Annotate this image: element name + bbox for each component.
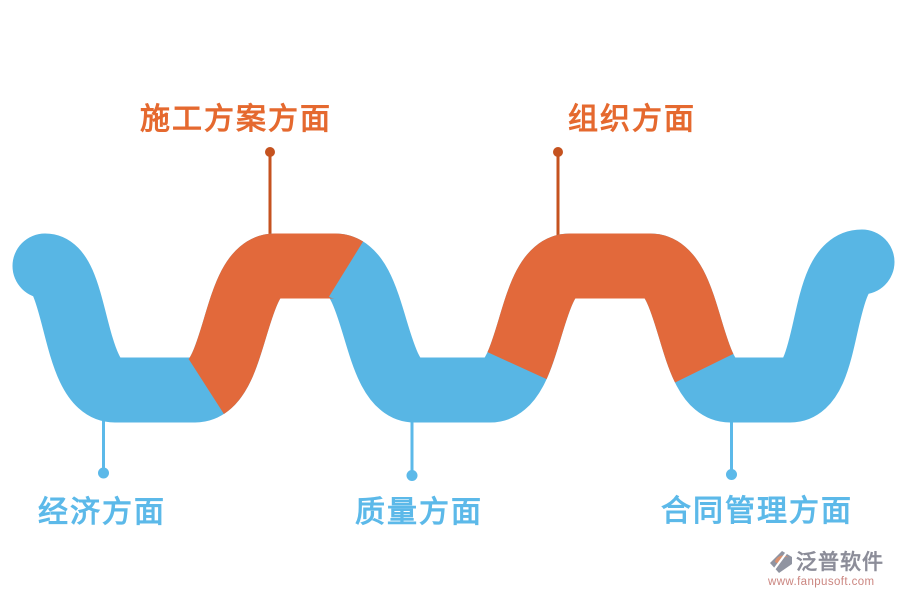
wave-ribbon — [12, 229, 895, 423]
label-construction-plan: 施工方案方面 — [140, 103, 332, 136]
label-organization: 组织方面 — [568, 103, 696, 136]
logo-slash — [772, 551, 788, 572]
leader-dot-economy — [98, 467, 109, 479]
watermark-url: www.fanpusoft.com — [768, 576, 875, 588]
watermark: 泛普软件 www.fanpusoft.com — [768, 549, 894, 589]
label-contract-management: 合同管理方面 — [661, 495, 853, 528]
watermark-brand: 泛普软件 — [796, 550, 884, 574]
label-quality: 质量方面 — [355, 496, 483, 529]
label-economy: 经济方面 — [38, 496, 166, 529]
leader-dot-contract-management — [726, 469, 737, 480]
leader-dot-construction-plan — [265, 147, 275, 157]
leader-dot-organization — [553, 147, 563, 157]
leader-dot-quality — [406, 470, 418, 481]
fanpu-logo-icon — [770, 551, 792, 573]
